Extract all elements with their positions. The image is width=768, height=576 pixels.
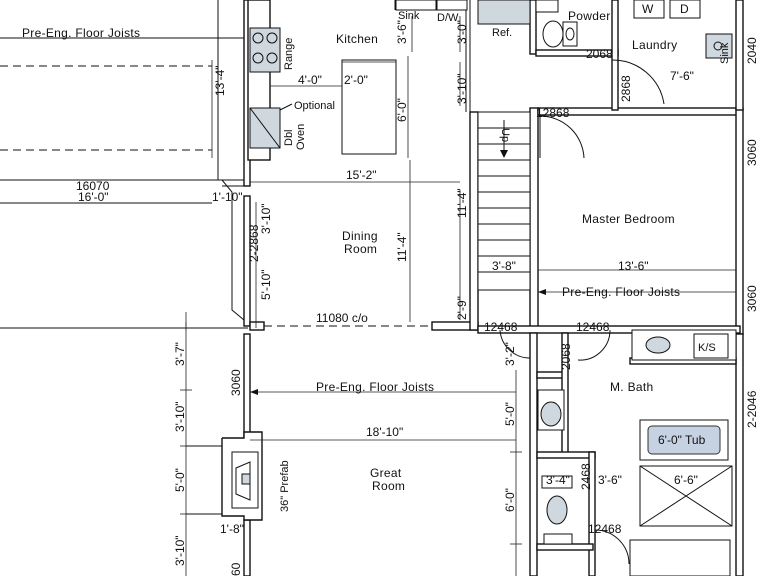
laundry-sink-icon (705, 33, 733, 59)
dim-2-2868: 2-2868 (247, 224, 261, 262)
master-bath-area (499, 329, 737, 576)
label-washer: W (642, 2, 654, 16)
note-joists-great: Pre-Eng. Floor Joists (316, 380, 434, 394)
dishwasher-icon (436, 0, 468, 11)
dim-2040: 2040 (745, 37, 759, 64)
dim-3-2: 3'-2" (503, 342, 517, 366)
powder-laundry (535, 0, 733, 105)
note-header: 11080 c/o (316, 311, 368, 325)
dim-12468a: 12468 (484, 320, 518, 334)
dim-18-10: 18'-10" (366, 425, 403, 439)
dim-6-6: 6'-6" (674, 473, 698, 487)
dim-3-4b: 3'-4" (546, 473, 570, 487)
sink-icon (395, 0, 437, 11)
washer-icon (633, 0, 665, 19)
dim-3-6b: 3'-6" (598, 473, 622, 487)
label-laundry-sink: Sink (719, 42, 731, 64)
label-dryer: D (680, 2, 689, 16)
dim-5-10: 5'-10" (259, 269, 273, 300)
dim-4-0: 4'-0" (298, 73, 322, 87)
dim-2-9: 2'-9" (455, 296, 469, 320)
room-m-bath: M. Bath (610, 380, 653, 394)
label-dbl: Dbl (283, 129, 295, 146)
label-ref: Ref. (492, 27, 512, 39)
label-ks: K/S (698, 342, 716, 354)
dim-3060a: 3060 (745, 139, 759, 166)
note-joists-master: Pre-Eng. Floor Joists (562, 285, 680, 299)
dim-3-8: 3'-8" (492, 259, 516, 273)
label-dw: D/W (437, 12, 459, 24)
refrigerator-icon (477, 0, 531, 25)
dim-3-10k: 3'-10" (455, 73, 469, 104)
dim-12468b: 12468 (576, 320, 610, 334)
dim-12868: 12868 (536, 106, 570, 120)
room-dining-1: Dining (342, 229, 378, 243)
dim-15-2: 15'-2" (346, 168, 377, 182)
label-oven: Oven (295, 124, 307, 150)
dim-1-10: 1'-10" (212, 190, 243, 204)
dim-3-7: 3'-7" (173, 342, 187, 366)
dim-1-8: 1'-8" (220, 522, 244, 536)
dryer-icon (669, 0, 701, 19)
dim-11-4b: 11'-4" (455, 188, 469, 218)
fireplace-area (221, 431, 263, 521)
room-master-bedroom: Master Bedroom (582, 212, 675, 226)
dim-3060b: 3060 (745, 285, 759, 312)
dim-13-4: 13'-4" (213, 65, 227, 96)
dim-3-6k: 3'-6" (395, 20, 409, 44)
master-bedroom-area (538, 115, 736, 295)
left-exterior (0, 0, 248, 576)
range-icon (249, 27, 281, 73)
label-optional: Optional (294, 100, 335, 112)
dim-2468a: 2468 (579, 463, 593, 490)
labels: Pre-Eng. Floor Joists Pre-Eng. Floor Joi… (22, 2, 759, 576)
dimension-lines (185, 160, 516, 441)
dim-3060c: 3060 (229, 369, 243, 396)
dim-16070: 16070 (76, 179, 110, 193)
tub-icon (647, 425, 721, 455)
label-range: Range (283, 38, 295, 70)
label-prefab: 36" Prefab (279, 460, 291, 512)
dim-6-0b: 6'-0" (503, 488, 517, 512)
note-joists-top: Pre-Eng. Floor Joists (22, 26, 140, 40)
room-kitchen: Kitchen (336, 32, 378, 46)
room-dining-2: Room (344, 242, 377, 256)
dim-12468c: 12468 (588, 522, 622, 536)
kitchen-area (249, 0, 531, 158)
dim-2-2046: 2-2046 (745, 390, 759, 428)
label-sink: Sink (398, 10, 420, 22)
dim-6-0k: 6'-0" (395, 98, 409, 122)
label-up: Up (499, 128, 511, 142)
dim-16-0: 16'-0" (78, 190, 109, 204)
dim-2-0: 2'-0" (344, 73, 368, 87)
label-tub: 6'-0" Tub (658, 433, 706, 447)
dim-11-4a: 11'-4" (395, 232, 409, 262)
dim-3-10b: 3'-10" (173, 535, 187, 566)
toilet-icon (542, 20, 564, 48)
dim-2868a: 2868 (619, 75, 633, 102)
dim-60: 60 (229, 562, 243, 576)
room-laundry: Laundry (632, 38, 677, 52)
dim-3-0: 3'-0" (455, 20, 469, 44)
room-great-2: Room (372, 479, 405, 493)
dim-13-6: 13'-6" (618, 259, 649, 273)
dim-2068a: 2068 (586, 47, 613, 61)
stairs (477, 111, 531, 291)
kitchen-island (341, 59, 397, 155)
dim-2068b: 2068 (559, 343, 573, 370)
dim-3-10d: 3'-10" (259, 203, 273, 234)
dim-7-6: 7'-6" (670, 69, 694, 83)
dim-5-0a: 5'-0" (503, 402, 517, 426)
dim-3-10g: 3'-10" (173, 401, 187, 432)
vanity-sink-icon (645, 336, 671, 354)
dim-5-0g: 5'-0" (173, 468, 187, 492)
room-great-1: Great (370, 466, 402, 480)
walls (221, 0, 744, 576)
room-powder: Powder (568, 9, 611, 23)
